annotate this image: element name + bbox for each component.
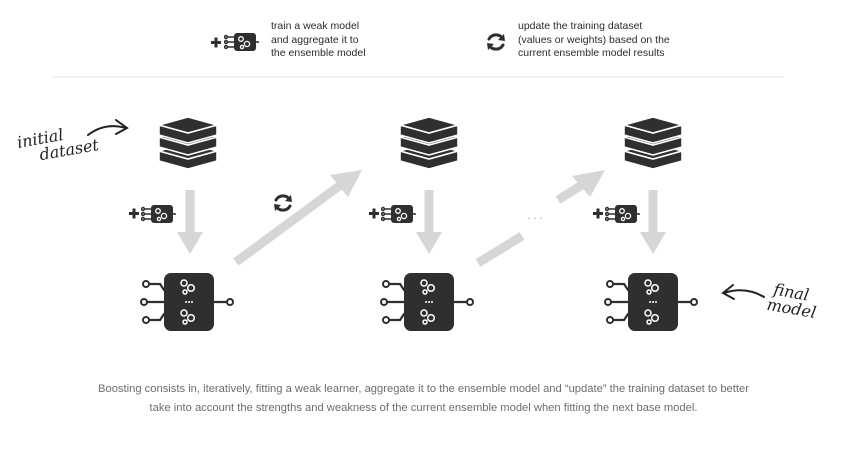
update-cycle-icon-step — [272, 193, 294, 213]
diagonal-arrow-2 — [475, 170, 605, 267]
legend-train-icon-group — [211, 32, 260, 52]
ensemble-model-icon-3 — [604, 272, 699, 332]
ensemble-model-icon-1 — [140, 272, 235, 332]
update-cycle-icon — [485, 32, 507, 52]
plus-icon — [211, 37, 221, 48]
ensemble-model-icon-2 — [380, 272, 475, 332]
train-step-1 — [129, 204, 177, 224]
dataset-stack-icon-2 — [399, 116, 459, 170]
initial-dataset-arrow — [87, 119, 129, 136]
train-step-2 — [369, 204, 417, 224]
final-model-arrow — [721, 284, 765, 300]
train-step-3 — [593, 204, 641, 224]
vertical-arrow-3 — [640, 190, 666, 254]
ellipsis: ... — [526, 205, 545, 223]
legend-update-line: update the training dataset — [518, 20, 643, 32]
legend-train-line: train a weak model — [271, 20, 360, 32]
vertical-arrow-1 — [177, 190, 203, 254]
diagram-caption: Boosting consists in, iteratively, fitti… — [98, 383, 749, 414]
legend-update-line: (values or weights) based on the — [518, 33, 670, 46]
weak-model-icon — [224, 32, 260, 52]
dataset-stack-icon-3 — [623, 116, 683, 170]
legend-train-text: train a weak model and aggregate it to t… — [271, 20, 366, 61]
legend-train-line: the ensemble model — [271, 47, 366, 59]
vertical-arrow-2 — [416, 190, 442, 254]
legend-update-text: update the training dataset (values or w… — [518, 20, 670, 61]
dataset-stack-icon-1 — [158, 116, 218, 170]
legend-train-line: and aggregate it to — [271, 33, 359, 46]
legend-update-line: current ensemble model results — [518, 47, 665, 59]
diagonal-arrow-1 — [233, 170, 362, 266]
